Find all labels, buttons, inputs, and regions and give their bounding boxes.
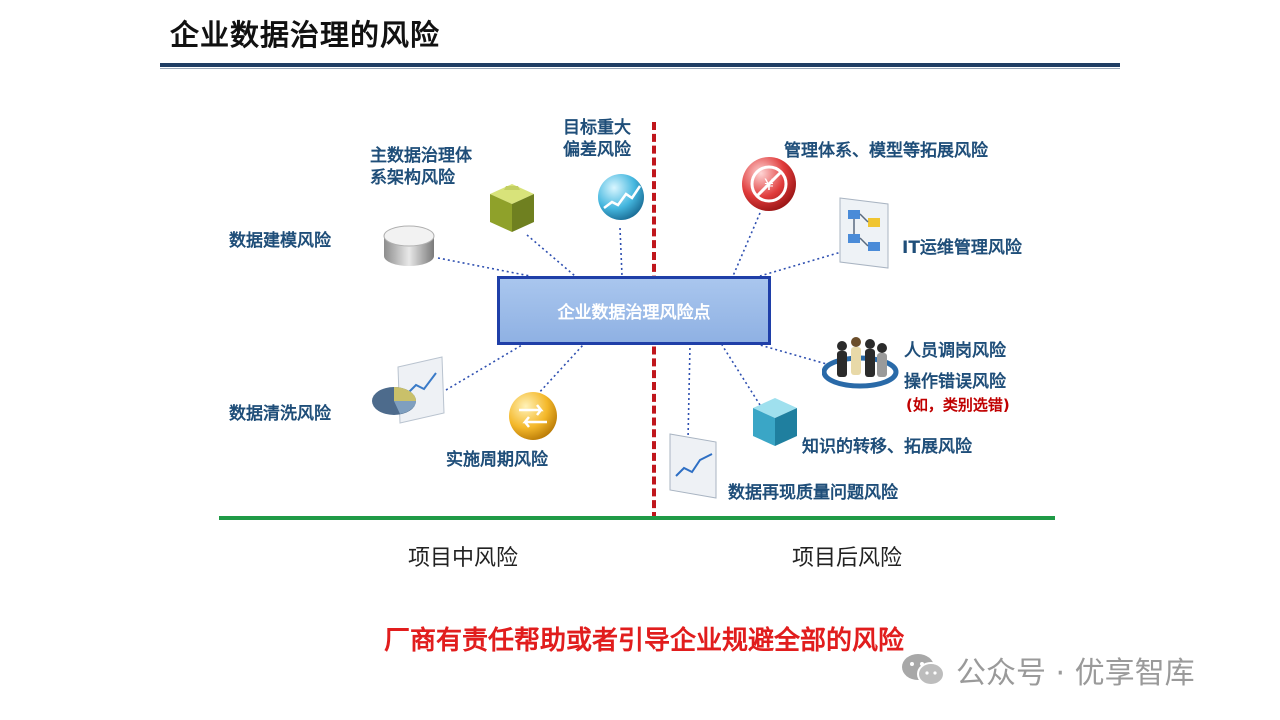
connector-deviation xyxy=(619,227,623,277)
label-architecture-risk-line1: 主数据治理体 xyxy=(370,146,472,166)
label-operation-error-note: (如，类别选错) xyxy=(906,396,1010,414)
cube-icon-knowledge xyxy=(753,398,797,446)
chart-sphere-icon xyxy=(598,174,644,220)
bottom-note: 厂商有责任帮助或者引导企业规避全部的风险 xyxy=(384,626,905,656)
label-staff-transfer-risk: 人员调岗风险 xyxy=(904,341,1006,361)
phase-during-project: 项目中风险 xyxy=(408,546,519,571)
connector-staff xyxy=(759,344,831,366)
connector-framework xyxy=(732,212,761,277)
watermark-text: 公众号 · 优享智库 xyxy=(956,656,1195,691)
label-data-quality-risk: 数据再现质量问题风险 xyxy=(728,483,898,503)
svg-text:¥: ¥ xyxy=(764,175,774,194)
phase-after-project: 项目后风险 xyxy=(792,546,903,571)
wechat-icon xyxy=(902,654,945,686)
timeline-baseline xyxy=(219,516,1055,520)
people-icon xyxy=(822,337,899,389)
label-schedule-risk: 实施周期风险 xyxy=(446,450,548,470)
label-operation-error-risk: 操作错误风险 xyxy=(904,372,1006,392)
label-framework-risk: 管理体系、模型等拓展风险 xyxy=(784,141,988,161)
no-money-icon: ¥ xyxy=(742,157,796,211)
pie-chart-icon xyxy=(372,356,445,424)
connector-cleansing xyxy=(445,344,523,391)
title-rule-thin xyxy=(160,68,1120,69)
arrows-sphere-icon xyxy=(509,392,557,440)
page-title: 企业数据治理的风险 xyxy=(170,18,441,52)
connector-schedule xyxy=(536,344,584,396)
label-deviation-risk-line1: 目标重大 xyxy=(563,118,631,138)
connector-knowledge xyxy=(721,344,761,406)
connector-architecture xyxy=(526,234,576,277)
label-cleansing-risk: 数据清洗风险 xyxy=(229,404,331,424)
title-rule xyxy=(160,63,1120,67)
label-architecture-risk-line2: 系架构风险 xyxy=(370,168,455,188)
center-node: 企业数据治理风险点 xyxy=(497,276,771,345)
flowchart-icon xyxy=(839,197,889,269)
label-it-ops-risk: IT运维管理风险 xyxy=(902,238,1022,258)
label-deviation-risk-line2: 偏差风险 xyxy=(563,140,631,160)
label-knowledge-transfer-risk: 知识的转移、拓展风险 xyxy=(802,437,972,457)
cube-icon xyxy=(490,184,534,232)
label-modeling-risk: 数据建模风险 xyxy=(229,231,331,251)
connector-it-ops xyxy=(759,249,849,277)
database-cylinder-icon xyxy=(383,225,435,266)
connector-modeling xyxy=(437,257,531,277)
line-chart-icon xyxy=(669,433,717,499)
connector-data-quality xyxy=(687,344,691,441)
watermark: 公众号 · 优享智库 xyxy=(900,648,1195,692)
